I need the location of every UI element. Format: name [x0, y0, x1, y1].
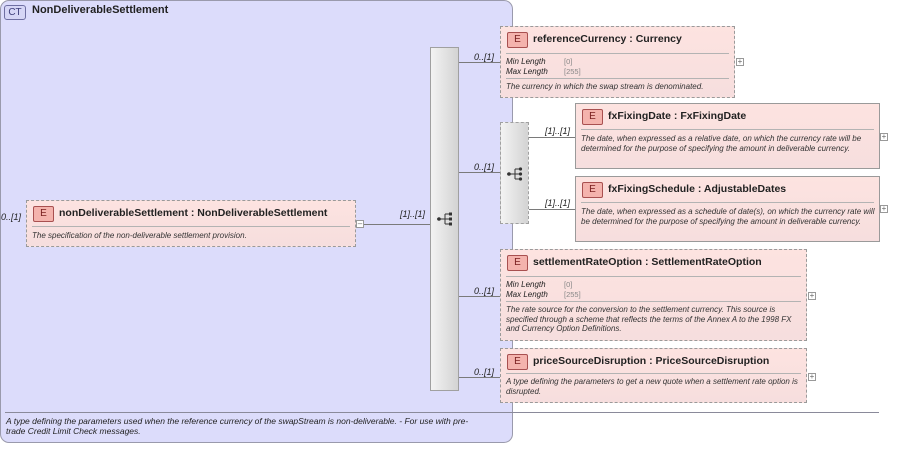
connector: [364, 224, 380, 225]
settlement-rate-option-element[interactable]: E settlementRateOption : SettlementRateO…: [500, 249, 807, 341]
connector: [529, 209, 575, 210]
element-badge: E: [582, 109, 603, 125]
sequence-cardinality: [1]..[1]: [400, 209, 426, 219]
connector: [529, 137, 575, 138]
divider: [581, 202, 874, 203]
cardinality: [1]..[1]: [545, 126, 571, 136]
cardinality: [1]..[1]: [545, 198, 571, 208]
element-desc: The currency in which the swap stream is…: [506, 82, 704, 91]
root-element-desc: The specification of the non-deliverable…: [32, 231, 247, 240]
element-badge: E: [33, 206, 54, 222]
choice-compositor-icon: [507, 167, 523, 181]
divider: [506, 301, 801, 302]
element-desc: The date, when expressed as a relative d…: [581, 134, 862, 153]
reference-currency-element[interactable]: E referenceCurrency : Currency Min Lengt…: [500, 26, 735, 98]
plus-box-icon[interactable]: +: [736, 57, 744, 66]
divider: [5, 412, 879, 413]
element-badge: E: [507, 255, 528, 271]
element-desc: The date, when expressed as a schedule o…: [581, 207, 875, 226]
element-desc: A type defining the parameters to get a …: [506, 377, 798, 396]
connector: [380, 224, 430, 225]
facet-label: Max Length: [506, 67, 548, 76]
element-desc: The rate source for the conversion to th…: [506, 305, 792, 333]
sequence-compositor-icon: [437, 212, 452, 226]
facet-value: [255]: [564, 67, 581, 76]
facet-label: Max Length: [506, 290, 548, 299]
root-element-box[interactable]: E nonDeliverableSettlement : NonDelivera…: [26, 200, 356, 247]
divider: [581, 129, 874, 130]
element-badge: E: [507, 32, 528, 48]
plus-box-icon[interactable]: +: [808, 291, 816, 300]
complex-type-name: NonDeliverableSettlement: [32, 4, 169, 16]
connector: [459, 296, 500, 297]
element-name: priceSourceDisruption : PriceSourceDisru…: [533, 355, 770, 367]
root-cardinality: 0..[1]: [1, 212, 22, 222]
divider: [506, 276, 801, 277]
connector: [459, 62, 500, 63]
facet-label: Min Length: [506, 57, 546, 66]
plus-box-icon[interactable]: +: [880, 132, 888, 141]
connector: [459, 377, 500, 378]
cardinality: 0..[1]: [474, 162, 495, 172]
divider: [32, 226, 350, 227]
choice-compositor[interactable]: [500, 122, 529, 224]
facet-value: [0]: [564, 280, 573, 289]
fx-fixing-schedule-element[interactable]: E fxFixingSchedule : AdjustableDates The…: [575, 176, 880, 242]
cardinality: 0..[1]: [474, 367, 495, 377]
element-badge: E: [582, 182, 603, 198]
divider: [506, 78, 729, 79]
cardinality: 0..[1]: [474, 52, 495, 62]
price-source-disruption-element[interactable]: E priceSourceDisruption : PriceSourceDis…: [500, 348, 807, 403]
plus-box-icon[interactable]: +: [808, 372, 816, 381]
complex-type-badge: CT: [4, 5, 26, 20]
element-name: referenceCurrency : Currency: [533, 33, 682, 45]
element-name: fxFixingSchedule : AdjustableDates: [608, 183, 787, 195]
facet-value: [255]: [564, 290, 581, 299]
element-name: fxFixingDate : FxFixingDate: [608, 110, 747, 122]
element-name: settlementRateOption : SettlementRateOpt…: [533, 256, 762, 268]
divider: [506, 53, 729, 54]
facet-label: Min Length: [506, 280, 546, 289]
cardinality: 0..[1]: [474, 286, 495, 296]
connector: [459, 172, 500, 173]
facet-value: [0]: [564, 57, 573, 66]
sequence-compositor[interactable]: [430, 47, 459, 391]
divider: [506, 373, 801, 374]
root-element-name: nonDeliverableSettlement : NonDeliverabl…: [59, 207, 328, 219]
fx-fixing-date-element[interactable]: E fxFixingDate : FxFixingDate The date, …: [575, 103, 880, 169]
plus-box-icon[interactable]: +: [880, 204, 888, 213]
complex-type-desc: A type defining the parameters used when…: [6, 416, 469, 436]
minus-box-icon[interactable]: –: [356, 219, 364, 228]
element-badge: E: [507, 354, 528, 370]
